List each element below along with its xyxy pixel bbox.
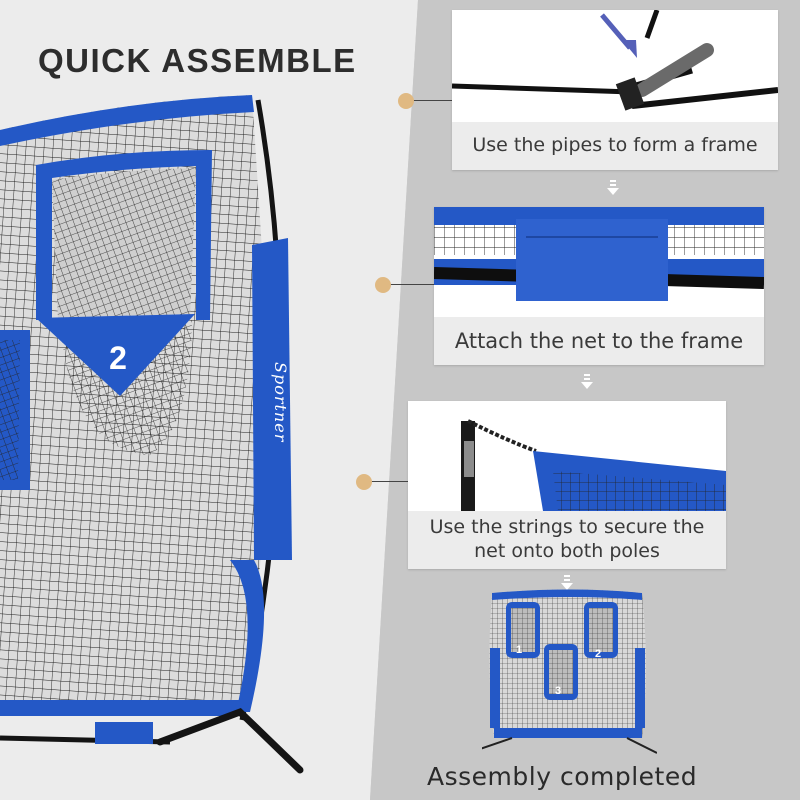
brand-logo-text: Sportner xyxy=(271,362,290,443)
step1-caption: Use the pipes to form a frame xyxy=(452,122,778,170)
assembled-net-image xyxy=(482,589,657,754)
step2-leader xyxy=(388,284,436,285)
step1-dot xyxy=(398,93,414,109)
assembly-completed-label: Assembly completed xyxy=(427,762,698,791)
step3-leader xyxy=(368,481,410,482)
step2-photo xyxy=(434,207,764,315)
step2-card: Attach the net to the frame xyxy=(434,207,764,365)
step3-dot xyxy=(356,474,372,490)
step3-card: Use the strings to secure the net onto b… xyxy=(408,401,726,569)
step1-leader xyxy=(408,100,454,101)
step1-card: Use the pipes to form a frame xyxy=(452,10,778,170)
step3-photo xyxy=(408,401,726,511)
step3-caption-line2: net onto both poles xyxy=(474,540,660,562)
final-target-number-3: 3 xyxy=(555,685,562,697)
arrow-down-icon xyxy=(561,575,573,590)
page-title: QUICK ASSEMBLE xyxy=(38,42,357,79)
step2-dot xyxy=(375,277,391,293)
arrow-down-icon xyxy=(607,180,619,195)
arrow-down-icon xyxy=(581,374,593,389)
target-number-2: 2 xyxy=(109,340,127,376)
main-net-image xyxy=(0,95,304,774)
step3-caption-line1: Use the strings to secure the xyxy=(429,516,705,539)
final-target-number-2: 2 xyxy=(595,648,602,660)
step2-caption: Attach the net to the frame xyxy=(434,317,764,365)
step3-caption: Use the strings to secure the net onto b… xyxy=(408,511,726,569)
step1-photo xyxy=(452,10,778,120)
final-target-number-1: 1 xyxy=(516,644,523,656)
